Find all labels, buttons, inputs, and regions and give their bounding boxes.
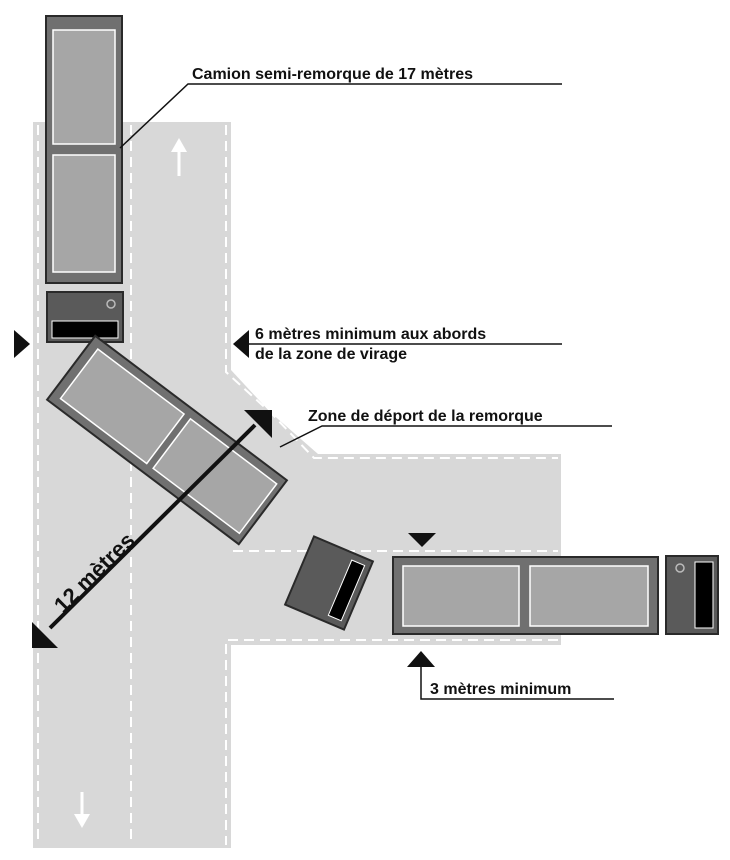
marker-down-icon — [408, 533, 436, 547]
windshield — [51, 320, 119, 339]
marker-right-icon — [233, 330, 249, 358]
trailer-panel — [59, 347, 186, 465]
trailer-panel — [52, 154, 116, 273]
marker-left-icon — [14, 330, 30, 358]
right-edge-line-lower — [225, 639, 558, 845]
cab — [283, 535, 375, 631]
marker-up-icon — [407, 651, 435, 667]
windshield — [327, 559, 366, 622]
mirror-icon — [675, 563, 685, 573]
trailer-panel — [152, 417, 278, 535]
mirror-icon — [106, 299, 116, 309]
arrowhead-icon — [244, 410, 272, 438]
windshield — [694, 561, 714, 629]
down-arrow-icon — [74, 792, 90, 828]
trailer-panel — [52, 29, 116, 145]
min-margin-label: 3 mètres minimum — [430, 681, 571, 698]
diagonal-measure — [32, 410, 272, 648]
leader-lines — [119, 83, 614, 700]
truck-horizontal — [392, 555, 719, 635]
trailer-zone-label: Zone de déport de la remorque — [308, 408, 543, 425]
truck-turning — [45, 334, 375, 631]
up-arrow-icon — [171, 138, 187, 176]
lane-width-label-2: de la zone de virage — [255, 346, 407, 363]
truck-vertical — [45, 15, 124, 343]
trailer-panel — [402, 565, 520, 627]
leader-truck — [119, 83, 562, 149]
diagonal-line — [48, 423, 257, 630]
leader-min-margin — [420, 667, 614, 700]
arrowhead-icon — [32, 622, 58, 648]
lane-width-label: 6 mètres minimum aux abords — [255, 326, 486, 343]
leader-trailer-zone — [279, 425, 612, 448]
truck-label: Camion semi-remorque de 17 mètres — [192, 66, 473, 83]
trailer-panel — [529, 565, 649, 627]
corner-widening — [231, 370, 318, 454]
